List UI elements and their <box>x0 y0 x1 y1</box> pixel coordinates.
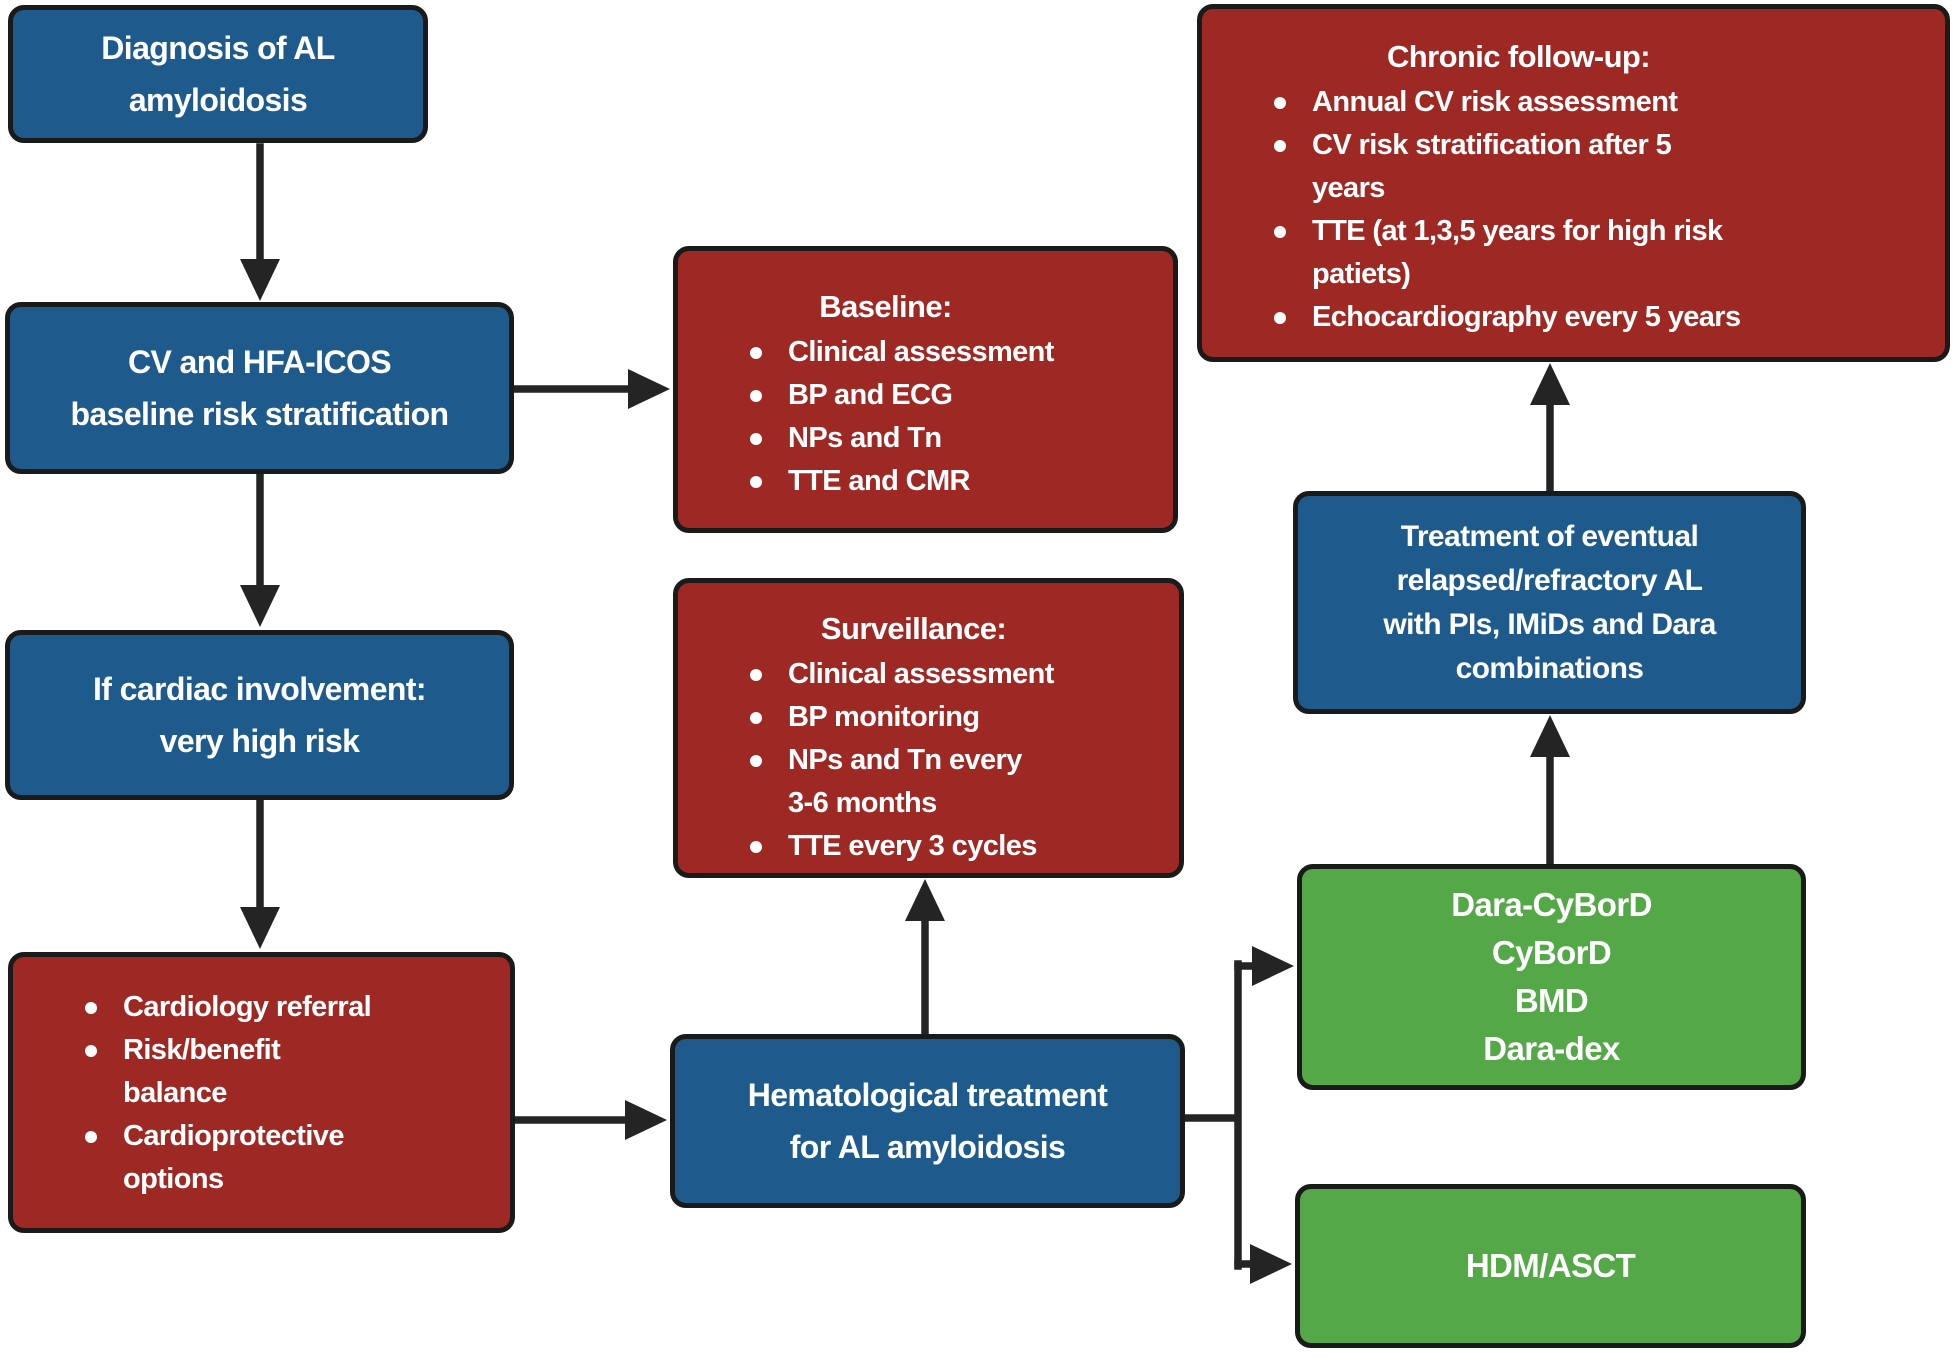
branch-connector <box>1182 960 1242 1270</box>
baseline-box: Baseline: Clinical assessment BP and ECG… <box>673 246 1178 533</box>
cardiology-actions-box: Cardiology referral Risk/benefit balance… <box>8 952 515 1233</box>
bullet-item: Cardiology referral <box>77 986 496 1029</box>
hematological-treatment-text: Hematological treatment for AL amyloidos… <box>747 1077 1108 1165</box>
bullet-item: BP monitoring <box>742 696 1165 739</box>
hematological-treatment-box: Hematological treatment for AL amyloidos… <box>670 1034 1185 1208</box>
bullet-item: Clinical assessment <box>742 653 1165 696</box>
relapse-treatment-text: Treatment of eventual relapsed/refractor… <box>1383 519 1716 685</box>
baseline-list: Clinical assessment BP and ECG NPs and T… <box>678 331 1173 503</box>
bullet-item: Annual CV risk assessment <box>1266 81 1931 124</box>
chronic-follow-up-box: Chronic follow-up: Annual CV risk assess… <box>1197 4 1950 362</box>
bullet-item: TTE (at 1,3,5 years for high risk patiet… <box>1266 210 1931 296</box>
cardiac-involvement-text: If cardiac involvement: very high risk <box>93 671 427 759</box>
bullet-item: Cardioprotective options <box>77 1115 496 1201</box>
bullet-item: Risk/benefit balance <box>77 1029 496 1115</box>
cardiac-involvement-box: If cardiac involvement: very high risk <box>5 630 514 800</box>
bullet-item: BP and ECG <box>742 374 1159 417</box>
chronic-follow-up-title: Chronic follow-up: <box>1387 39 1651 74</box>
diagnosis-text: Diagnosis of AL amyloidosis <box>101 30 335 118</box>
bullet-item: Echocardiography every 5 years <box>1266 296 1931 339</box>
bullet-item: NPs and Tn <box>742 417 1159 460</box>
bullet-item: CV risk stratification after 5 years <box>1266 124 1931 210</box>
baseline-title: Baseline: <box>819 289 952 324</box>
first-line-regimens-box: Dara-CyBorD CyBorD BMD Dara-dex <box>1297 864 1806 1090</box>
bullet-item: TTE every 3 cycles <box>742 825 1165 868</box>
cardiology-actions-list: Cardiology referral Risk/benefit balance… <box>13 986 510 1201</box>
bullet-item: TTE and CMR <box>742 460 1159 503</box>
risk-stratification-text: CV and HFA-ICOS baseline risk stratifica… <box>70 344 449 432</box>
transplant-box: HDM/ASCT <box>1295 1184 1806 1348</box>
risk-stratification-box: CV and HFA-ICOS baseline risk stratifica… <box>5 302 514 474</box>
bullet-item: NPs and Tn every 3-6 months <box>742 739 1165 825</box>
transplant-text: HDM/ASCT <box>1465 1247 1636 1284</box>
diagnosis-box: Diagnosis of AL amyloidosis <box>8 5 428 143</box>
bullet-item: Clinical assessment <box>742 331 1159 374</box>
surveillance-title: Surveillance: <box>820 611 1007 646</box>
surveillance-box: Surveillance: Clinical assessment BP mon… <box>673 578 1184 878</box>
first-line-regimens-text: Dara-CyBorD CyBorD BMD Dara-dex <box>1451 886 1652 1067</box>
surveillance-list: Clinical assessment BP monitoring NPs an… <box>678 653 1179 868</box>
chronic-follow-up-list: Annual CV risk assessment CV risk strati… <box>1202 81 1945 339</box>
relapse-treatment-box: Treatment of eventual relapsed/refractor… <box>1293 491 1806 714</box>
